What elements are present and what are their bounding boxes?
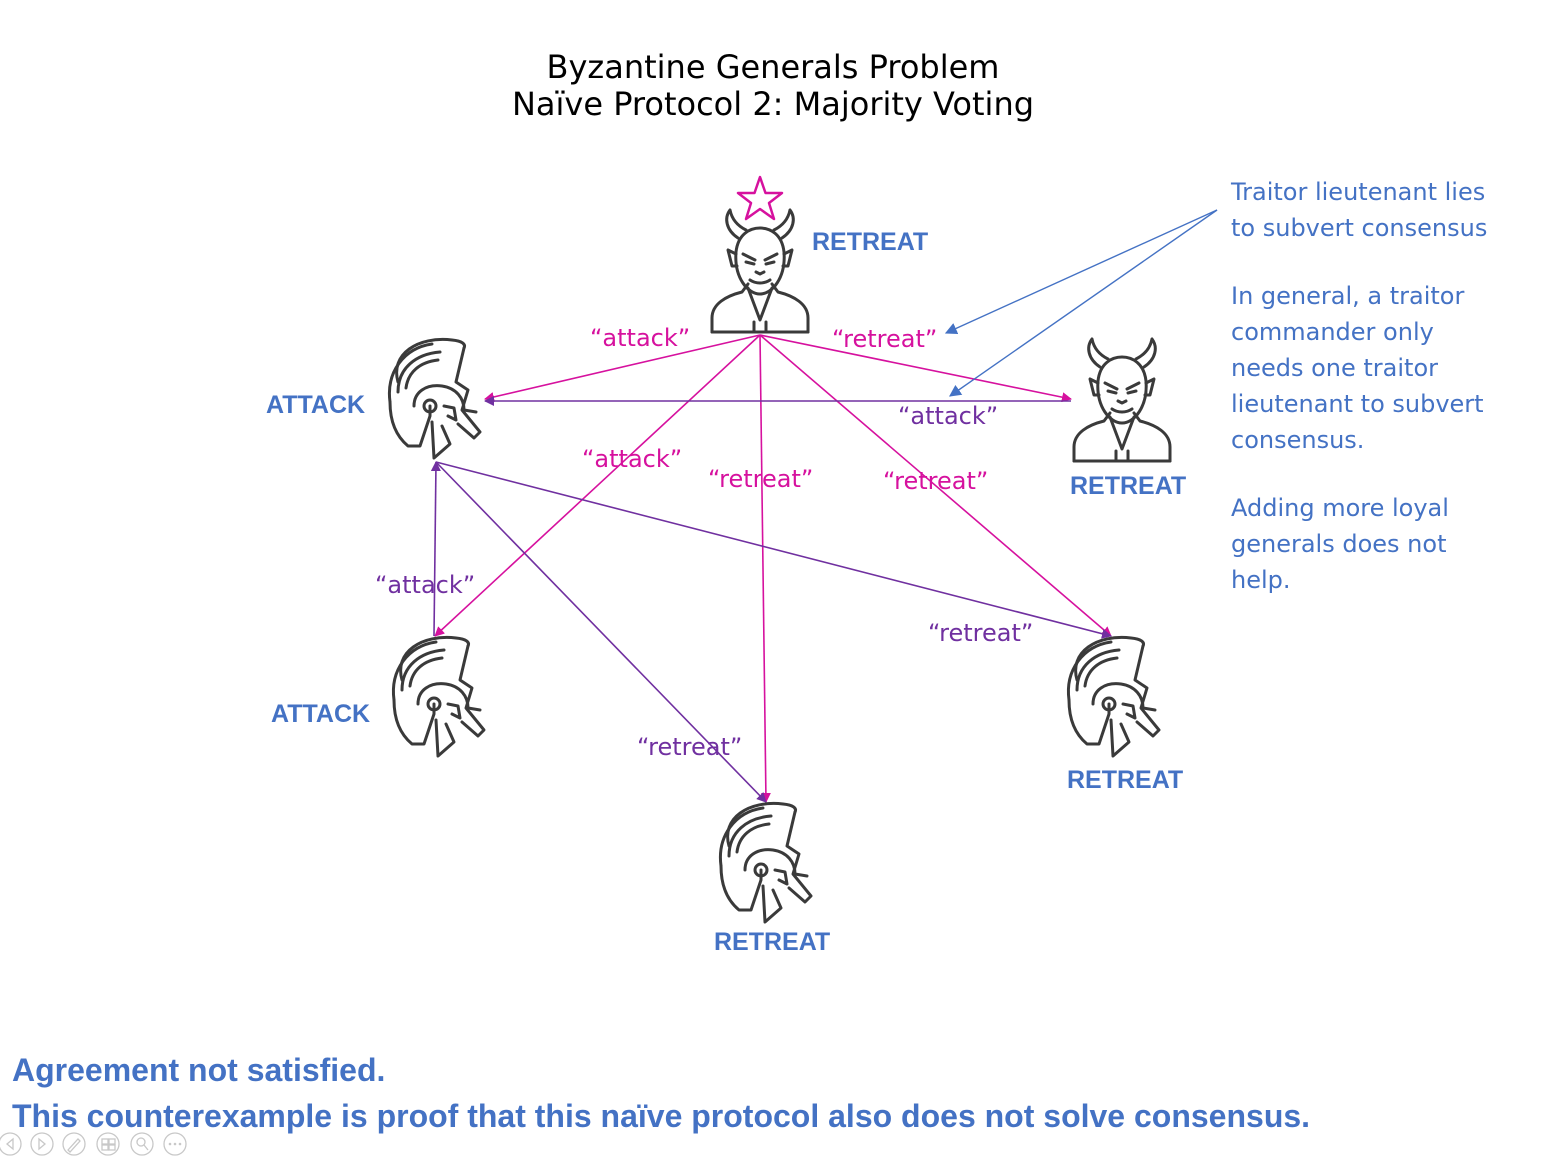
commander-star-icon [736, 175, 784, 221]
note-general-line-1: In general, a traitor [1231, 282, 1464, 310]
note-general-line-3: needs one traitor [1231, 354, 1438, 382]
msg-label-commander-to-bottom: “retreat” [708, 465, 813, 493]
msg-arrow-top-left-to-mid-right [435, 461, 1112, 639]
note-traitor-line-2: to subvert consensus [1231, 214, 1487, 242]
msg-arrow-commander-to-mid-left [434, 334, 761, 637]
diagram-subtitle: Naïve Protocol 2: Majority Voting [512, 85, 1034, 123]
msg-label-commander-to-mid-left: “attack” [582, 445, 682, 473]
traitor-lieutenant-icon [1072, 337, 1172, 463]
message-labels: “attack” “retreat” “attack” “retreat” “r… [375, 324, 1033, 761]
note-loyal-line-3: help. [1231, 566, 1291, 594]
msg-label-commander-to-top-right: “retreat” [832, 325, 937, 353]
msg-arrow-commander-to-bottom [759, 334, 771, 803]
note-general-line-5: consensus. [1231, 426, 1364, 454]
msg-label-commander-to-top-left: “attack” [590, 324, 690, 352]
note-loyal-line-2: generals does not [1231, 530, 1446, 558]
previous-icon[interactable] [0, 1132, 22, 1156]
msg-label-top-left-to-mid-right: “retreat” [928, 619, 1033, 647]
msg-arrow-mid-left-to-top-left [430, 461, 441, 637]
msg-label-top-left-to-bottom: “retreat” [637, 733, 742, 761]
loyal-general-mid-left-icon [391, 635, 486, 758]
msg-arrow-commander-to-top-right [759, 334, 1072, 403]
note-general-line-2: commander only [1231, 318, 1434, 346]
msg-label-mid-left-to-top-left: “attack” [375, 571, 475, 599]
note-traitor-line-1: Traitor lieutenant lies [1230, 178, 1485, 206]
note-loyal-line-1: Adding more loyal [1231, 494, 1449, 522]
msg-arrow-commander-to-mid-right [759, 334, 1112, 637]
conclusion-line-1: Agreement not satisfied. [12, 1052, 385, 1088]
conclusion-line-2: This counterexample is proof that this n… [12, 1098, 1310, 1134]
callout-lines [944, 209, 1218, 397]
slide-controls [0, 1132, 187, 1156]
decision-bottom: RETREAT [714, 928, 830, 956]
commander-traitor-icon [710, 208, 810, 334]
msg-label-commander-to-mid-right: “retreat” [883, 467, 988, 495]
msg-arrow-commander-to-top-left [484, 334, 761, 402]
callout-line-to-retreat-msg [944, 209, 1218, 334]
msg-label-top-right-to-top-left: “attack” [898, 402, 998, 430]
more-icon[interactable] [163, 1132, 187, 1156]
loyal-general-mid-right-icon [1066, 635, 1161, 758]
decision-mid-left: ATTACK [271, 700, 370, 728]
callout-line-to-attack-msg [949, 209, 1218, 397]
msg-arrow-top-left-to-bottom [435, 461, 767, 803]
message-arrows [430, 334, 1112, 803]
diagram-title: Byzantine Generals Problem [547, 48, 1000, 86]
decision-top-right: RETREAT [1070, 472, 1186, 500]
slides-icon[interactable] [96, 1132, 120, 1156]
note-general-line-4: lieutenant to subvert [1231, 390, 1484, 418]
zoom-icon[interactable] [130, 1132, 154, 1156]
loyal-general-bottom-icon [718, 801, 813, 924]
decision-top-left: ATTACK [266, 391, 365, 419]
decision-mid-right: RETREAT [1067, 766, 1183, 794]
decision-commander: RETREAT [812, 228, 928, 256]
pen-icon[interactable] [62, 1132, 86, 1156]
side-notes: Traitor lieutenant lies to subvert conse… [1230, 178, 1487, 594]
next-icon[interactable] [30, 1132, 54, 1156]
loyal-general-top-left-icon [387, 337, 482, 460]
